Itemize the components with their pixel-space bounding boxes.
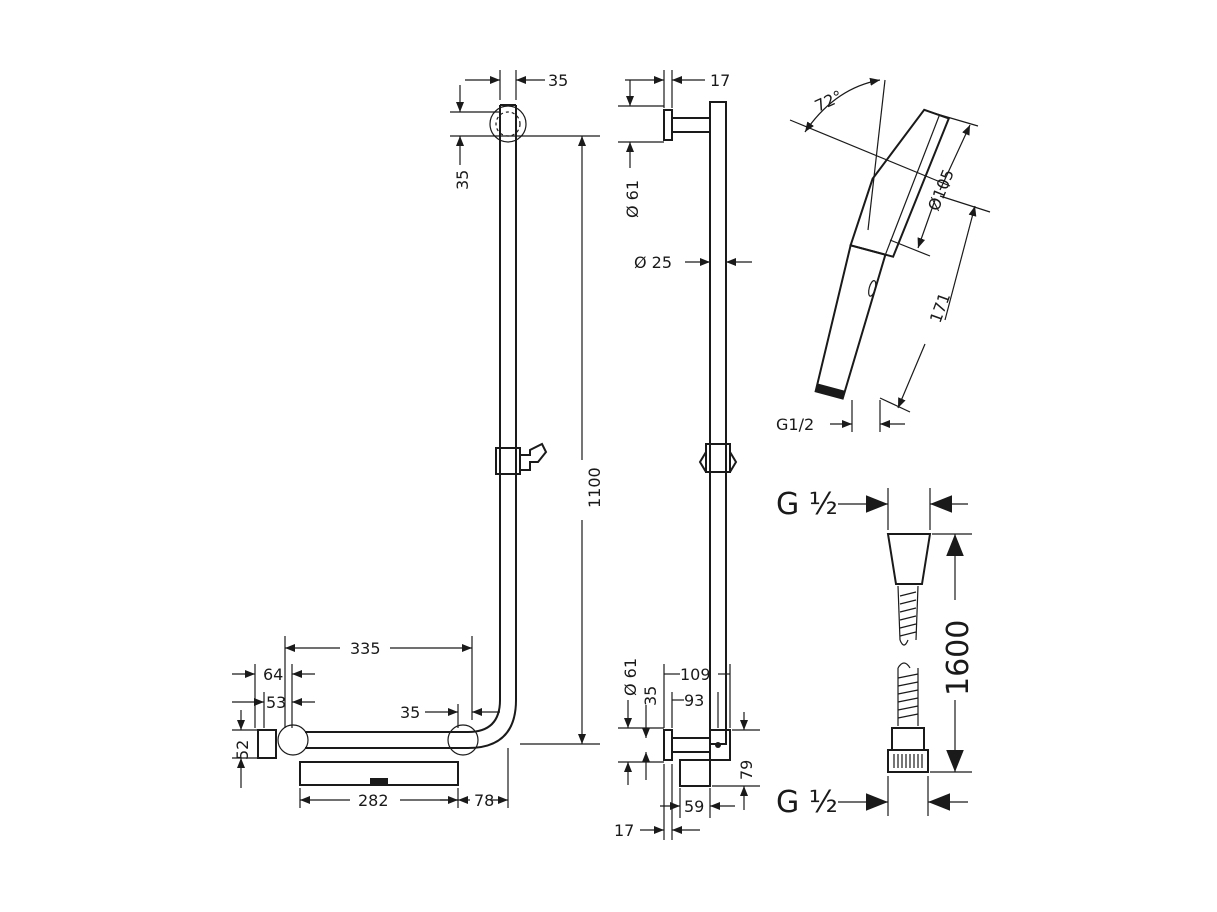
hand-shower-handle (814, 244, 887, 400)
dim-side-depth-outer: 109 (680, 665, 711, 684)
dim-side-top-projection: 17 (710, 71, 730, 90)
dim-mount-height: 52 (233, 740, 252, 760)
hose-spiral (897, 585, 919, 726)
side-slider (705, 443, 731, 473)
hose-connector (257, 729, 277, 759)
dim-shower-connection: G1/2 (776, 415, 814, 434)
dim-side-holder-depth: 59 (684, 797, 704, 816)
dim-total-height: 1100 (585, 467, 604, 508)
shower-holder (520, 442, 548, 471)
dim-angle: 72° (812, 86, 846, 115)
side-bottom-flange (663, 729, 673, 761)
dim-side-bottom-flange: Ø 61 (621, 658, 640, 696)
dim-side-bottom-offset: 35 (641, 686, 660, 706)
dim-mount-inner: 53 (266, 693, 286, 712)
side-view: 17 Ø 61 Ø 25 Ø 61 35 109 93 (614, 70, 760, 840)
slider (495, 447, 521, 475)
dim-top-offset: 35 (548, 71, 568, 90)
dim-side-holder-height: 79 (737, 760, 756, 780)
dim-head-diameter: Ø105 (924, 166, 958, 213)
side-rail (709, 101, 727, 745)
dim-mount-outer: 64 (263, 665, 283, 684)
hand-shower-view: 72° Ø105 171 G1/2 (776, 77, 991, 434)
dim-shower-length: 171 (926, 290, 954, 325)
rail-outline-outer (305, 105, 501, 733)
bottom-right-flange (447, 724, 479, 756)
hose-bottom-nut (887, 749, 929, 773)
top-wall-flange (489, 105, 527, 143)
front-view: 35 35 1100 335 64 53 52 (232, 70, 604, 810)
dim-side-bottom-projection: 17 (614, 821, 634, 840)
dim-tray-length: 282 (358, 791, 389, 810)
dim-top-height: 35 (453, 170, 472, 190)
side-tray (679, 759, 711, 787)
dim-hose-top-connection: G ½ (776, 487, 838, 522)
hose-view: G ½ 1600 G ½ (776, 487, 976, 820)
dim-hose-length: 1600 (941, 620, 976, 696)
dim-tray-clearance: 35 (400, 703, 420, 722)
side-bottom-connector (709, 729, 731, 761)
hose-top-nut (886, 533, 932, 585)
rail-outline-inner (305, 105, 517, 749)
dim-side-top-flange: Ø 61 (623, 180, 642, 218)
dim-side-rail-diameter: Ø 25 (634, 253, 672, 272)
dim-horizontal-length: 335 (350, 639, 381, 658)
dim-hose-bottom-connection: G ½ (776, 785, 838, 820)
shelf-tray (299, 761, 459, 786)
dim-side-depth-inner: 93 (684, 691, 704, 710)
hose-bottom-fitting (891, 727, 925, 751)
dim-corner-offset: 78 (474, 791, 494, 810)
side-top-flange (663, 109, 673, 141)
bottom-left-flange (277, 724, 309, 756)
